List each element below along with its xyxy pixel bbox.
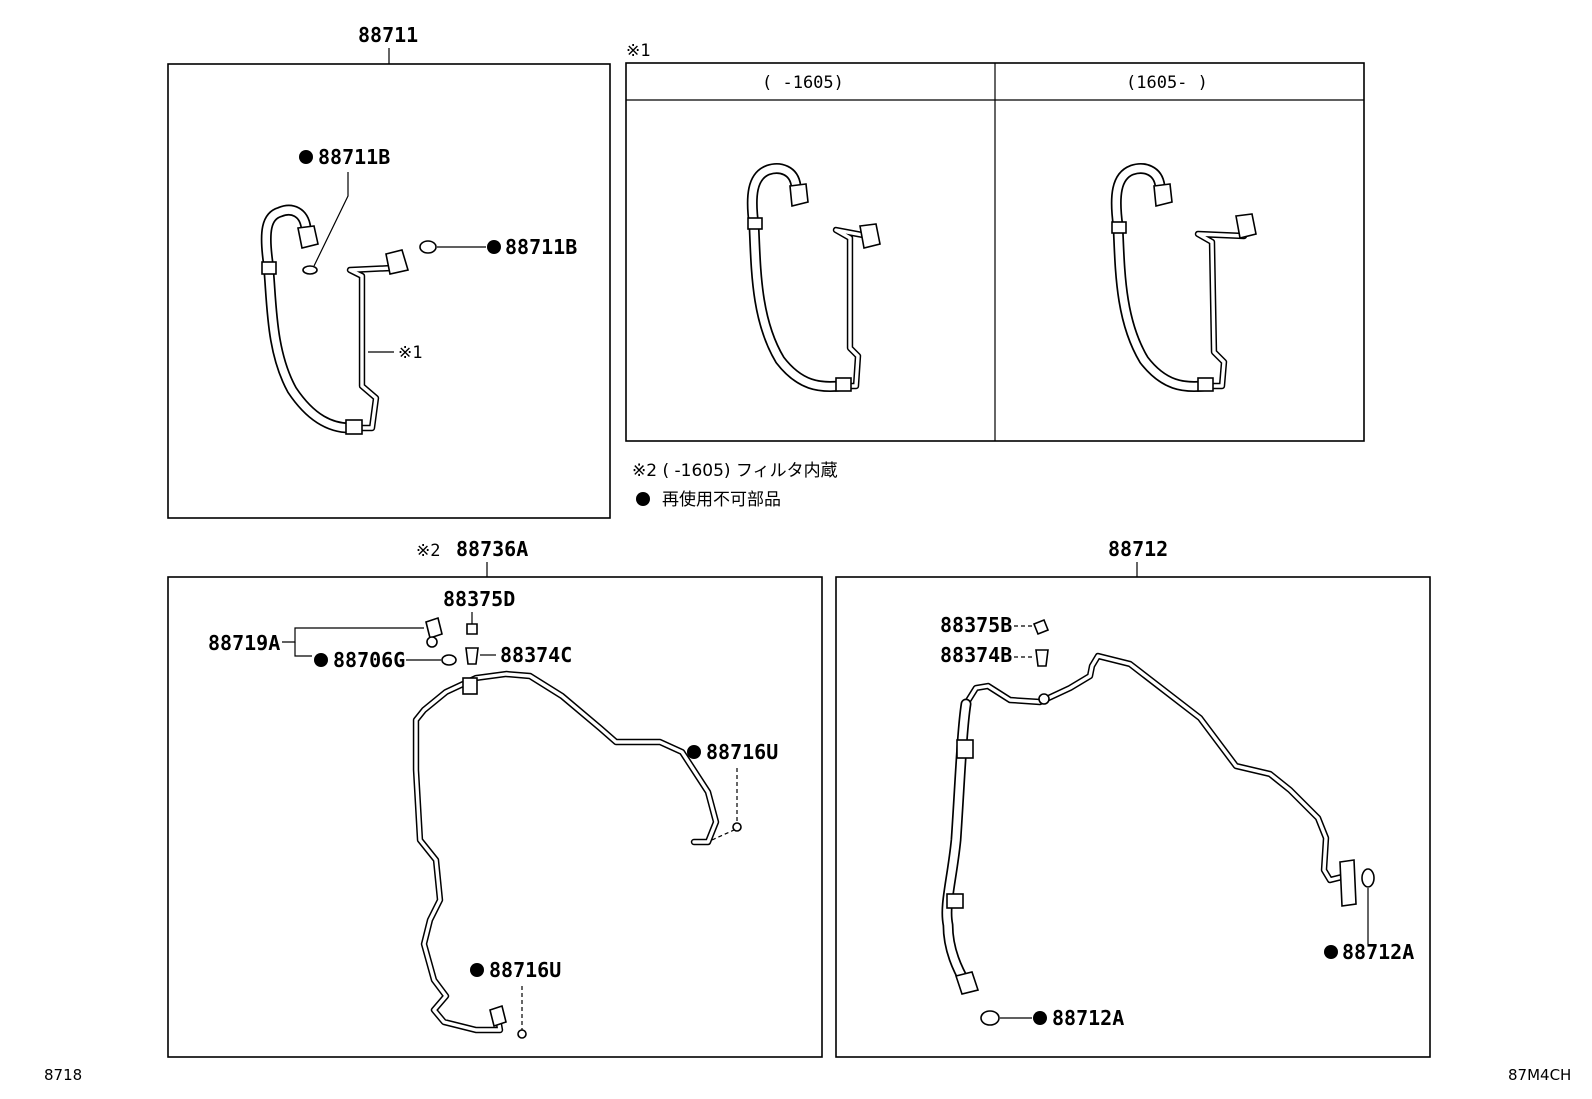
callout-88374c: 88374C xyxy=(500,643,572,667)
box-88711-label: 88711 xyxy=(358,23,418,47)
fitting-88712-right xyxy=(1339,859,1357,907)
o-ring-88711b-right xyxy=(419,240,437,254)
box-88712: 88712 88375B 88374B 88712A xyxy=(835,537,1431,1058)
pipe-88736a-fitting-bottom xyxy=(489,1004,507,1028)
hose-band-88712-lower xyxy=(946,893,964,909)
fitting-variant-left-b xyxy=(859,223,881,249)
hose-band-variant-right-lower xyxy=(1197,377,1214,392)
variants-marker: ※1 xyxy=(626,41,650,61)
part-88716u-bottom-o-ring xyxy=(517,1029,527,1039)
callout-88716u-right: 88716U xyxy=(706,740,778,764)
hose-variant-left xyxy=(746,163,881,393)
pipe-88736a-clamp xyxy=(462,677,478,695)
leader-88719a-bottom xyxy=(294,642,312,657)
callout-88711b-right: 88711B xyxy=(505,235,577,259)
callout-88716u-bottom: 88716U xyxy=(489,958,561,982)
box-88711-frame xyxy=(167,63,611,519)
fitting-88711-left xyxy=(297,225,319,249)
box-88736a-label: 88736A xyxy=(456,537,528,561)
non-reusable-dot xyxy=(687,745,701,759)
callout-88375d: 88375D xyxy=(443,587,515,611)
hose-variant-right xyxy=(1110,163,1257,393)
non-reusable-dot xyxy=(1033,1011,1047,1025)
pipe-88736a xyxy=(412,670,720,1034)
callout-88706g: 88706G xyxy=(333,648,405,672)
service-port-88712 xyxy=(1038,693,1050,705)
hose-assembly-88711 xyxy=(260,204,410,435)
box-88736a-marker: ※2 xyxy=(416,541,440,561)
box-88736a: ※2 88736A 88375D 88719A 88706G 88374 xyxy=(167,537,823,1058)
box-88736a-frame xyxy=(167,576,823,1058)
callout-88711b-top: 88711B xyxy=(318,145,390,169)
fitting-88712-bottom xyxy=(954,971,980,995)
part-88719a-fitting xyxy=(425,616,443,640)
fitting-88711-right xyxy=(385,249,410,275)
part-88716u-right-o-ring xyxy=(732,822,742,832)
callout-88712a-right: 88712A xyxy=(1342,940,1414,964)
part-88706g-o-ring xyxy=(441,654,457,666)
part-88712a-right-o-ring xyxy=(1361,868,1375,888)
part-88374b-valve xyxy=(1035,649,1049,667)
non-reusable-dot xyxy=(299,150,313,164)
variants-header-right: (1605- ) xyxy=(1126,73,1208,93)
note-filter-builtin: ※2 ( -1605) フィルタ内蔵 xyxy=(632,461,838,481)
non-reusable-dot xyxy=(487,240,501,254)
box-88712-frame xyxy=(835,576,1431,1058)
part-88719a-seal xyxy=(426,636,438,648)
hose-band-88711-lower xyxy=(345,419,363,435)
callout-88712a-bottom: 88712A xyxy=(1052,1006,1124,1030)
hose-band-variant-left-lower xyxy=(835,377,852,392)
hose-band-variant-left-upper xyxy=(747,217,763,230)
part-88374c-valve xyxy=(465,647,479,665)
hose-band-88711-upper xyxy=(261,261,277,275)
leader-88711b-top xyxy=(313,172,349,267)
box-88711: 88711 88711B 88711B ※1 xyxy=(167,23,611,519)
part-88375d-cap xyxy=(466,623,478,635)
fitting-variant-right-a xyxy=(1153,183,1173,208)
non-reusable-dot xyxy=(470,963,484,977)
hose-band-variant-right-upper xyxy=(1111,221,1127,234)
non-reusable-dot xyxy=(314,653,328,667)
callout-ref1: ※1 xyxy=(398,343,422,363)
callout-88374b: 88374B xyxy=(940,643,1012,667)
part-88712a-bottom-o-ring xyxy=(980,1010,1000,1026)
variants-header-left: ( -1605) xyxy=(762,73,844,93)
hose-assembly-88712 xyxy=(941,652,1357,995)
legend-text: 再使用不可部品 xyxy=(662,489,781,510)
hose-band-88712-upper xyxy=(956,739,974,759)
corner-code-left: 8718 xyxy=(44,1066,82,1084)
callout-88719a: 88719A xyxy=(208,631,280,655)
callout-88375b: 88375B xyxy=(940,613,1012,637)
corner-code-right: 87M4CH xyxy=(1508,1066,1571,1084)
box-variants: ※1 ( -1605) (1605- ) xyxy=(625,41,1365,442)
o-ring-88711b-left xyxy=(302,265,318,275)
leader-88719a-top xyxy=(282,627,424,643)
box-88712-label: 88712 xyxy=(1108,537,1168,561)
notes: ※2 ( -1605) フィルタ内蔵 再使用不可部品 xyxy=(632,461,838,510)
legend-symbol-icon xyxy=(636,492,650,506)
part-88375b-cap xyxy=(1032,618,1050,636)
non-reusable-dot xyxy=(1324,945,1338,959)
fitting-variant-left-a xyxy=(789,183,809,208)
fitting-variant-right-b xyxy=(1235,213,1257,239)
